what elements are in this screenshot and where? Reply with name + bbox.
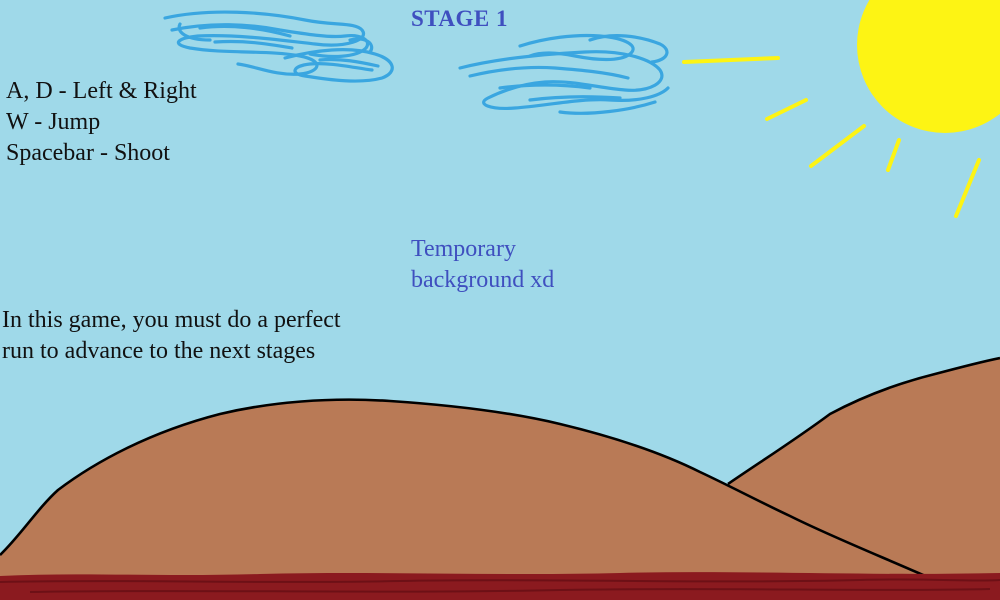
- sun-ray: [886, 138, 901, 172]
- instructions-line-2: run to advance to the next stages: [2, 338, 316, 364]
- sun-ray: [954, 158, 981, 218]
- background-note-line-2: background xd: [411, 267, 555, 293]
- sun-ray: [682, 56, 780, 64]
- sun-icon: [682, 0, 1000, 218]
- controls-jump-label: W - Jump: [6, 109, 101, 135]
- sun-ray: [765, 98, 808, 121]
- ground: [0, 572, 1000, 600]
- hill-front-outline: [0, 398, 931, 580]
- ground-texture: [0, 578, 1000, 593]
- hill-back-outline: [727, 356, 1000, 486]
- background-note: Temporary background xd: [411, 234, 554, 296]
- background-note-line-1: Temporary: [411, 236, 516, 262]
- stage-label: STAGE 1: [411, 6, 509, 31]
- cloud-icon: [163, 10, 670, 115]
- game-instructions: In this game, you must do a perfect run …: [2, 305, 341, 367]
- instructions-line-1: In this game, you must do a perfect: [2, 307, 341, 333]
- sun-ray: [809, 124, 866, 168]
- controls-move-label: A, D - Left & Right: [6, 78, 197, 104]
- controls-shoot-label: Spacebar - Shoot: [6, 140, 170, 166]
- hill-front: [0, 399, 930, 600]
- controls-help: A, D - Left & Right W - Jump Spacebar - …: [6, 76, 197, 169]
